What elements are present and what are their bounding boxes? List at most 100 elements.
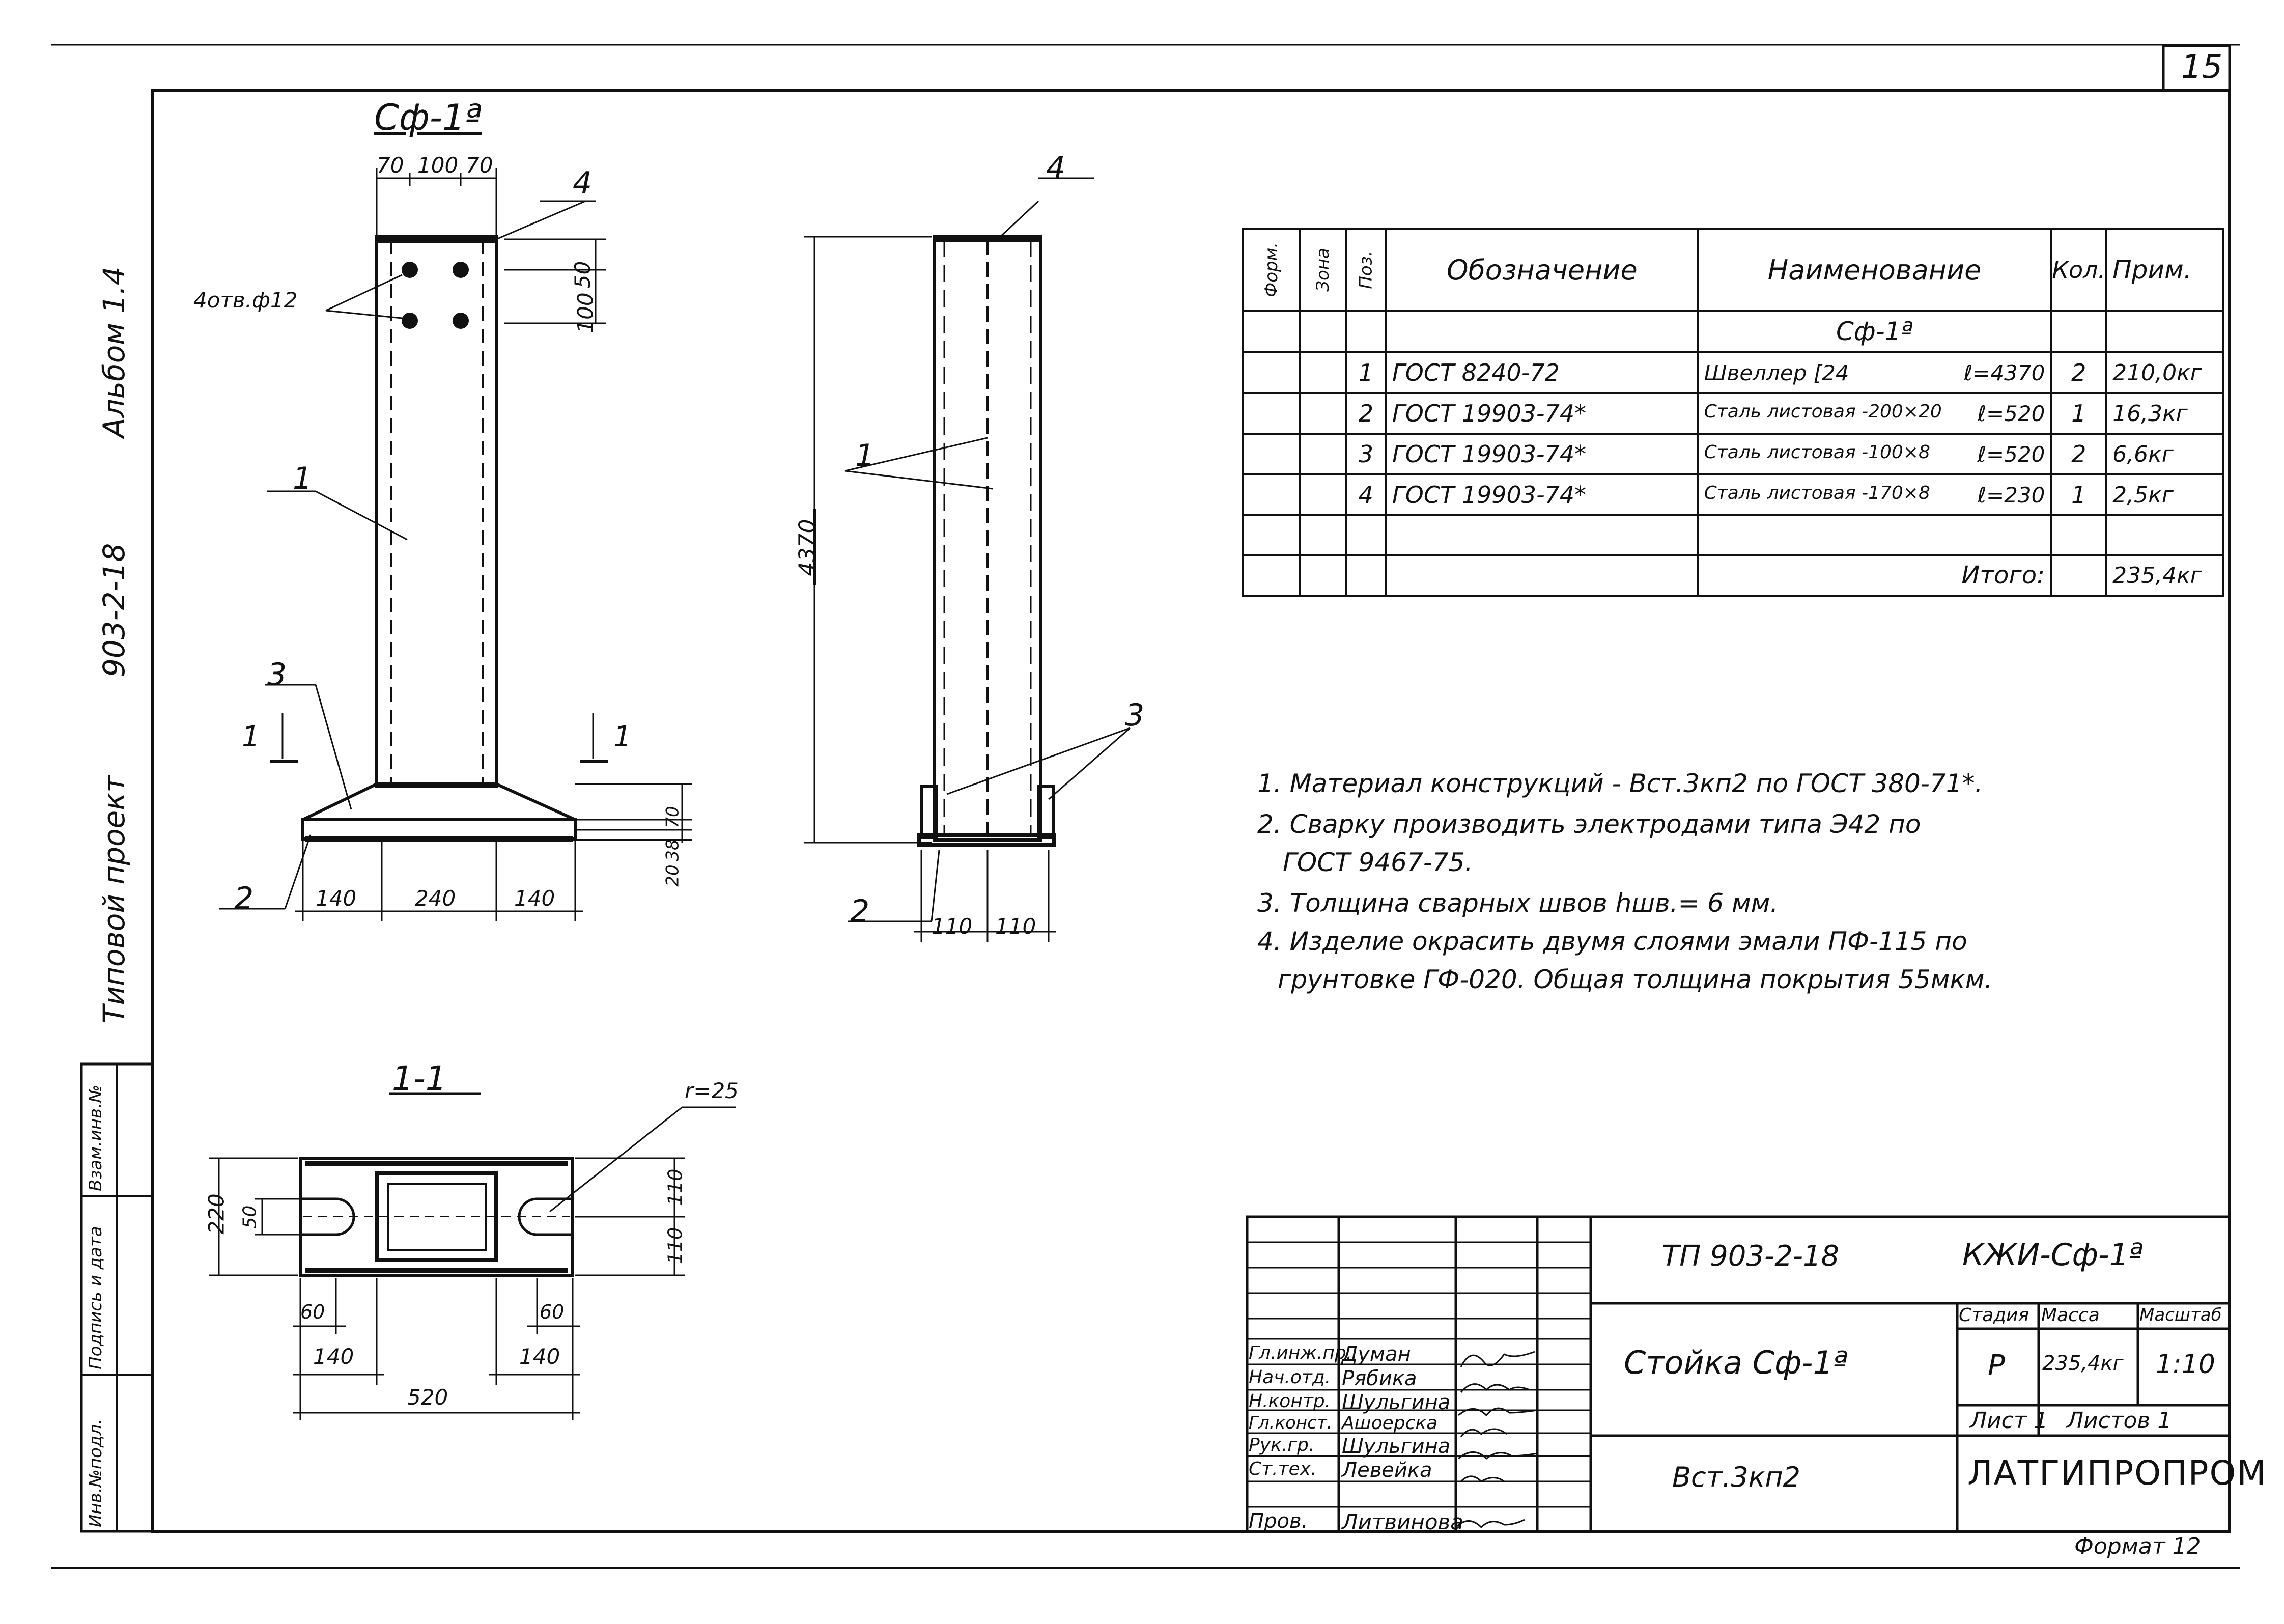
note-4: 4. Изделие окрасить двумя слоями эмали П… (1257, 927, 1967, 956)
row-name: Швеллер [24 (1704, 360, 1849, 385)
section-bottom-60-left: 60 (300, 1301, 325, 1323)
row-pos: 2 (1344, 392, 1388, 435)
signer-role: Пров. (1249, 1509, 1308, 1533)
base-dim-left: 140 (316, 886, 357, 911)
inv-podl-label: Инв.№подл. (86, 1419, 106, 1527)
section-bottom-140-left: 140 (313, 1344, 354, 1369)
tb-scale: 1:10 (2156, 1349, 2215, 1380)
section-title: 1-1 (392, 1059, 447, 1098)
side-height-dim: 4370 (794, 519, 821, 576)
callout-4-side: 4 (1046, 150, 1066, 186)
row-name: Сталь листовая -200×20 (1704, 401, 1942, 422)
signer-role: Н.контр. (1249, 1391, 1331, 1412)
header-designation: Обозначение (1385, 228, 1699, 312)
section-bottom-60-right: 60 (540, 1301, 565, 1323)
total-value: 235,4кг (2105, 554, 2224, 597)
section-dims (209, 1092, 736, 1420)
signer-name: Думан (1342, 1342, 1411, 1366)
note-2-cont: ГОСТ 9467-75. (1283, 848, 1473, 877)
header-form: Форм. (1261, 242, 1282, 298)
table-row: 2 ГОСТ 19903-74* Сталь листовая -200×20 … (1242, 392, 2224, 435)
section-base-plate (299, 1157, 574, 1277)
row-note: 16,3кг (2105, 392, 2224, 435)
section-bottom-140-right: 140 (519, 1344, 560, 1369)
row-length: ℓ=520 (1977, 441, 2045, 467)
row-name: Сталь листовая -170×8 (1704, 482, 1930, 503)
top-dim-1: 70 (377, 153, 404, 178)
row-note: 6,6кг (2105, 433, 2224, 475)
section-right-top: 110 (664, 1168, 687, 1206)
holes-label: 4отв.ф12 (193, 288, 298, 313)
section-height-220: 220 (204, 1193, 229, 1235)
signer-role: Гл.конст. (1249, 1413, 1333, 1433)
signer-name: Левейка (1342, 1459, 1432, 1482)
front-holes (402, 262, 469, 329)
section-slot-50: 50 (239, 1205, 261, 1229)
side-view (917, 235, 1056, 847)
note-2: 2. Сварку производить электродами типа Э… (1257, 809, 1921, 839)
section-view (299, 1157, 574, 1277)
callout-1-side: 1 (855, 438, 875, 473)
front-dims (219, 168, 692, 921)
front-gusset (302, 782, 576, 821)
row-length: ℓ=520 (1977, 401, 2045, 426)
tb-material: Вст.3кп2 (1672, 1461, 1800, 1493)
section-mark-right: 1 (613, 720, 632, 753)
tb-stage: Р (1988, 1349, 2005, 1382)
signer-role: Рук.гр. (1249, 1435, 1315, 1455)
callout-1-front: 1 (293, 461, 313, 496)
callout-2-side: 2 (850, 893, 870, 929)
signer-name: Шульгина (1342, 1391, 1451, 1414)
signer-role: Нач.отд. (1249, 1367, 1331, 1388)
tb-mass-label: Масса (2041, 1305, 2100, 1326)
note-1: 1. Материал конструкций - Вст.3кп2 по ГО… (1257, 769, 1983, 798)
base-height-20: 20 (662, 864, 683, 887)
section-total-520: 520 (407, 1385, 448, 1410)
base-dim-center: 240 (415, 886, 456, 911)
header-zone: Зона (1312, 248, 1333, 292)
spec-group-row: Сф-1ª (1242, 310, 2224, 353)
inv-vzam-label: Взам.инв.№ (86, 1084, 106, 1191)
sheet-number: 15 (2181, 48, 2223, 86)
tb-format: Формат 12 (2074, 1533, 2201, 1559)
header-qty: Кол. (2050, 228, 2108, 312)
front-view-title: Сф-1ª (374, 97, 482, 138)
typical-project-label: Типовой проект (97, 775, 131, 1023)
signer-name: Шульгина (1342, 1435, 1451, 1458)
base-height-38: 38 (662, 839, 683, 861)
row-note: 2,5кг (2105, 473, 2224, 516)
row-designation: ГОСТ 19903-74* (1385, 473, 1699, 516)
tb-scale-label: Масштаб (2139, 1305, 2222, 1325)
sheet-frame (151, 89, 2231, 1533)
row-length: ℓ=4370 (1963, 360, 2045, 385)
section-right-bottom: 110 (664, 1227, 687, 1265)
note-3: 3. Толщина сварных швов hшв.= 6 мм. (1257, 888, 1779, 918)
row-designation: ГОСТ 19903-74* (1385, 392, 1699, 435)
row-qty: 1 (2050, 473, 2108, 516)
row-designation: ГОСТ 19903-74* (1385, 433, 1699, 475)
radius-label: r=25 (685, 1078, 739, 1103)
callout-4-front: 4 (573, 165, 593, 201)
tb-organization: ЛАТГИПРОПРОМ (1967, 1453, 2267, 1493)
callout-3-side: 3 (1125, 697, 1145, 733)
signer-role: Ст.тех. (1249, 1459, 1317, 1479)
row-qty: 2 (2050, 433, 2108, 475)
tb-mass: 235,4кг (2042, 1352, 2124, 1375)
title-block-grid (1246, 1215, 2231, 1533)
front-view (301, 235, 577, 842)
tb-sheet: Лист 1 (1970, 1408, 2048, 1434)
spec-total-row: Итого: 235,4кг (1242, 554, 2224, 597)
project-code-label: 903-2-18 (97, 543, 131, 677)
row-length: ℓ=230 (1977, 482, 2045, 508)
callout-3-front: 3 (267, 657, 287, 692)
row-qty: 1 (2050, 392, 2108, 435)
note-4-cont: грунтовке ГФ-020. Общая толщина покрытия… (1278, 965, 1993, 994)
signer-name: Литвинова (1342, 1509, 1464, 1534)
base-height-70: 70 (662, 806, 683, 828)
header-name: Наименование (1697, 228, 2052, 312)
callout-2-front: 2 (234, 881, 254, 916)
row-designation: ГОСТ 8240-72 (1385, 351, 1699, 394)
row-qty: 2 (2050, 351, 2108, 394)
side-dim-50: 50 (570, 261, 596, 289)
